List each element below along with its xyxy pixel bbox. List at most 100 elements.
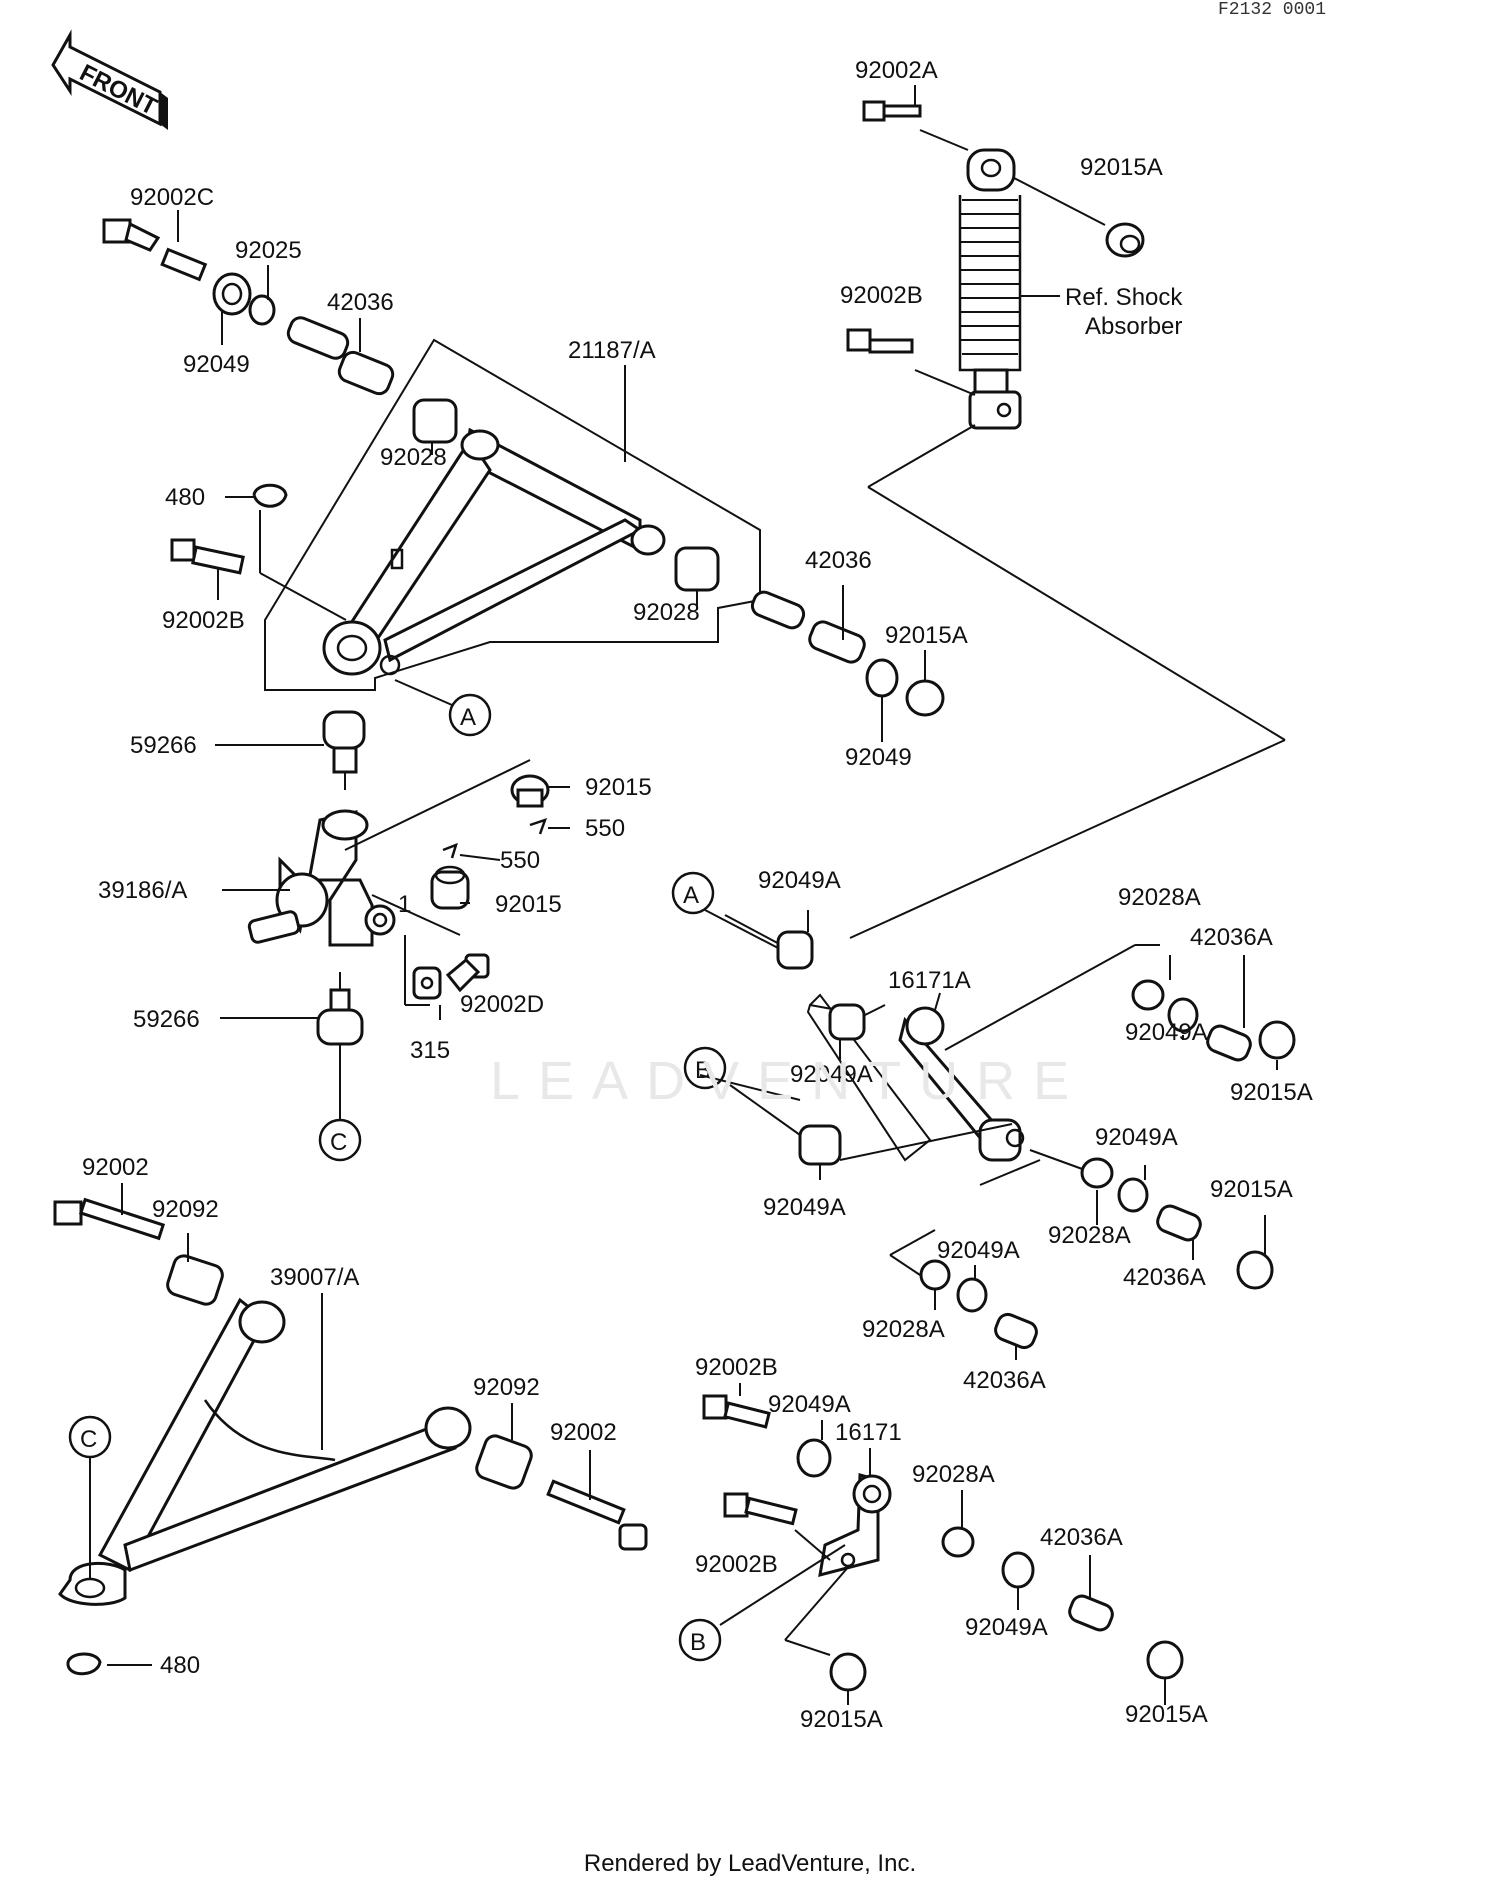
ball-joint-59266-lower <box>316 972 364 1120</box>
part-label: 92002C <box>130 184 214 211</box>
nut-92015a-r2 <box>1236 1250 1274 1290</box>
part-label: 92049A <box>965 1614 1048 1641</box>
part-label: 480 <box>160 1652 200 1679</box>
cotter-pin-550-b <box>442 842 458 859</box>
part-label: 42036 <box>327 289 394 316</box>
nut-92015-lower <box>430 865 470 910</box>
connecting-rod-16171a <box>898 1006 1025 1162</box>
part-label: 39007/A <box>270 1264 359 1291</box>
upper-arm-group-outline <box>264 338 761 691</box>
bolt-92002b-shock <box>846 328 914 354</box>
part-label: 21187/A <box>568 337 656 364</box>
part-label: 92015A <box>1230 1079 1313 1106</box>
collar-42036a-lower <box>1068 1594 1114 1632</box>
part-label: 92002B <box>840 282 923 309</box>
bushing-92028-top <box>412 398 458 444</box>
bushing-92092-left <box>166 1254 224 1306</box>
front-arrow-icon: FRONT <box>51 29 168 130</box>
part-label: 92028A <box>912 1461 995 1488</box>
bolt-92002b-lower-2 <box>723 1492 798 1526</box>
lower-arm <box>58 1297 472 1606</box>
bolt-92002c <box>102 218 208 282</box>
part-label: 92002D <box>460 991 544 1018</box>
part-label: 92049A <box>758 867 841 894</box>
part-label: 315 <box>410 1037 450 1064</box>
rod-box-outline <box>806 993 932 1162</box>
bolt-92002b-lower-1 <box>702 1394 771 1429</box>
part-label: 92002B <box>695 1551 778 1578</box>
link-16171 <box>818 1473 892 1578</box>
part-label: 92092 <box>152 1196 219 1223</box>
bolt-92002-left <box>53 1197 166 1241</box>
bushing-92028a-lower <box>941 1526 975 1558</box>
callout-c-lower: C <box>68 1415 112 1459</box>
part-label: 92028 <box>380 444 447 471</box>
part-label: 42036 <box>805 547 872 574</box>
nut-92015a-lower-left <box>829 1652 867 1692</box>
watermark: LEADVENTURE <box>490 1051 1088 1111</box>
callout-b-lower: B <box>678 1618 722 1662</box>
bolt-92002d <box>445 953 490 993</box>
bolt-92002a <box>862 100 922 122</box>
callout-b-upper-text: B <box>695 1057 711 1084</box>
part-label: 92015A <box>1125 1701 1208 1728</box>
part-label: 92049 <box>183 351 250 378</box>
upper-arm <box>322 427 666 676</box>
part-label: 92015 <box>495 891 562 918</box>
callout-a-lower-text: A <box>683 882 699 909</box>
part-label: 42036A <box>1123 1264 1206 1291</box>
part-label: 39186/A <box>98 877 187 904</box>
part-label: 92028 <box>633 599 700 626</box>
part-label: 42036A <box>963 1367 1046 1394</box>
clip-480-top <box>252 483 288 508</box>
washer-92049a-r1 <box>1167 997 1199 1033</box>
nut-92015a-lower-right <box>1146 1640 1184 1680</box>
part-label: 92049A <box>937 1237 1020 1264</box>
ball-joint-59266-upper <box>322 710 366 790</box>
part-label: 92002A <box>855 57 938 84</box>
nut-92015a-top <box>1105 222 1145 258</box>
callout-c-lower-text: C <box>80 1426 97 1453</box>
bushing-92028a-2 <box>1080 1157 1114 1189</box>
nut-315 <box>412 966 442 1000</box>
part-label: 92002 <box>82 1154 149 1181</box>
part-label: 92002 <box>550 1419 617 1446</box>
part-label: 16171 <box>835 1419 902 1446</box>
callout-a-lower: A <box>671 871 715 915</box>
part-label: 42036A <box>1040 1524 1123 1551</box>
callout-a-upper-text: A <box>460 704 476 731</box>
front-badge-text: FRONT <box>75 59 161 121</box>
washer-92025 <box>248 294 276 326</box>
ref-shock-line2: Absorber <box>1085 313 1182 340</box>
callout-c-upper: C <box>318 1118 362 1162</box>
part-label: 92002B <box>162 607 245 634</box>
part-label: 92015A <box>885 622 968 649</box>
part-label: 480 <box>165 484 205 511</box>
bolt-92002-right <box>546 1479 648 1551</box>
callout-a-upper: A <box>394 679 492 737</box>
bushing-92028a-1 <box>1131 979 1165 1011</box>
part-label: 92049A <box>1095 1124 1178 1151</box>
washer-92049a-r3 <box>956 1277 988 1313</box>
part-label: 92025 <box>235 237 302 264</box>
part-label: 92028A <box>1118 884 1201 911</box>
part-label: 92002B <box>695 1354 778 1381</box>
collar-92049a-3 <box>798 1124 842 1166</box>
part-label: 59266 <box>133 1006 200 1033</box>
nut-92015-upper <box>510 774 550 808</box>
washer-92049-right <box>865 658 899 698</box>
collar-42036-top <box>286 316 350 360</box>
bushing-92092-right <box>475 1434 533 1490</box>
part-label: 550 <box>500 847 540 874</box>
part-label: 92049A <box>790 1061 873 1088</box>
collar-92049a-lower <box>796 1438 832 1478</box>
diagram-code: F2132 0001 <box>1218 0 1327 20</box>
steering-knuckle <box>247 809 396 947</box>
bolt-92002b-left <box>170 538 245 575</box>
part-label: 92049A <box>768 1391 851 1418</box>
washer-92049a-r2 <box>1117 1177 1149 1213</box>
shock-absorber <box>958 148 1022 430</box>
footer-credit: Rendered by LeadVenture, Inc. <box>583 1850 917 1877</box>
part-label: 92049A <box>763 1194 846 1221</box>
nut-92015a-r1 <box>1258 1020 1296 1060</box>
